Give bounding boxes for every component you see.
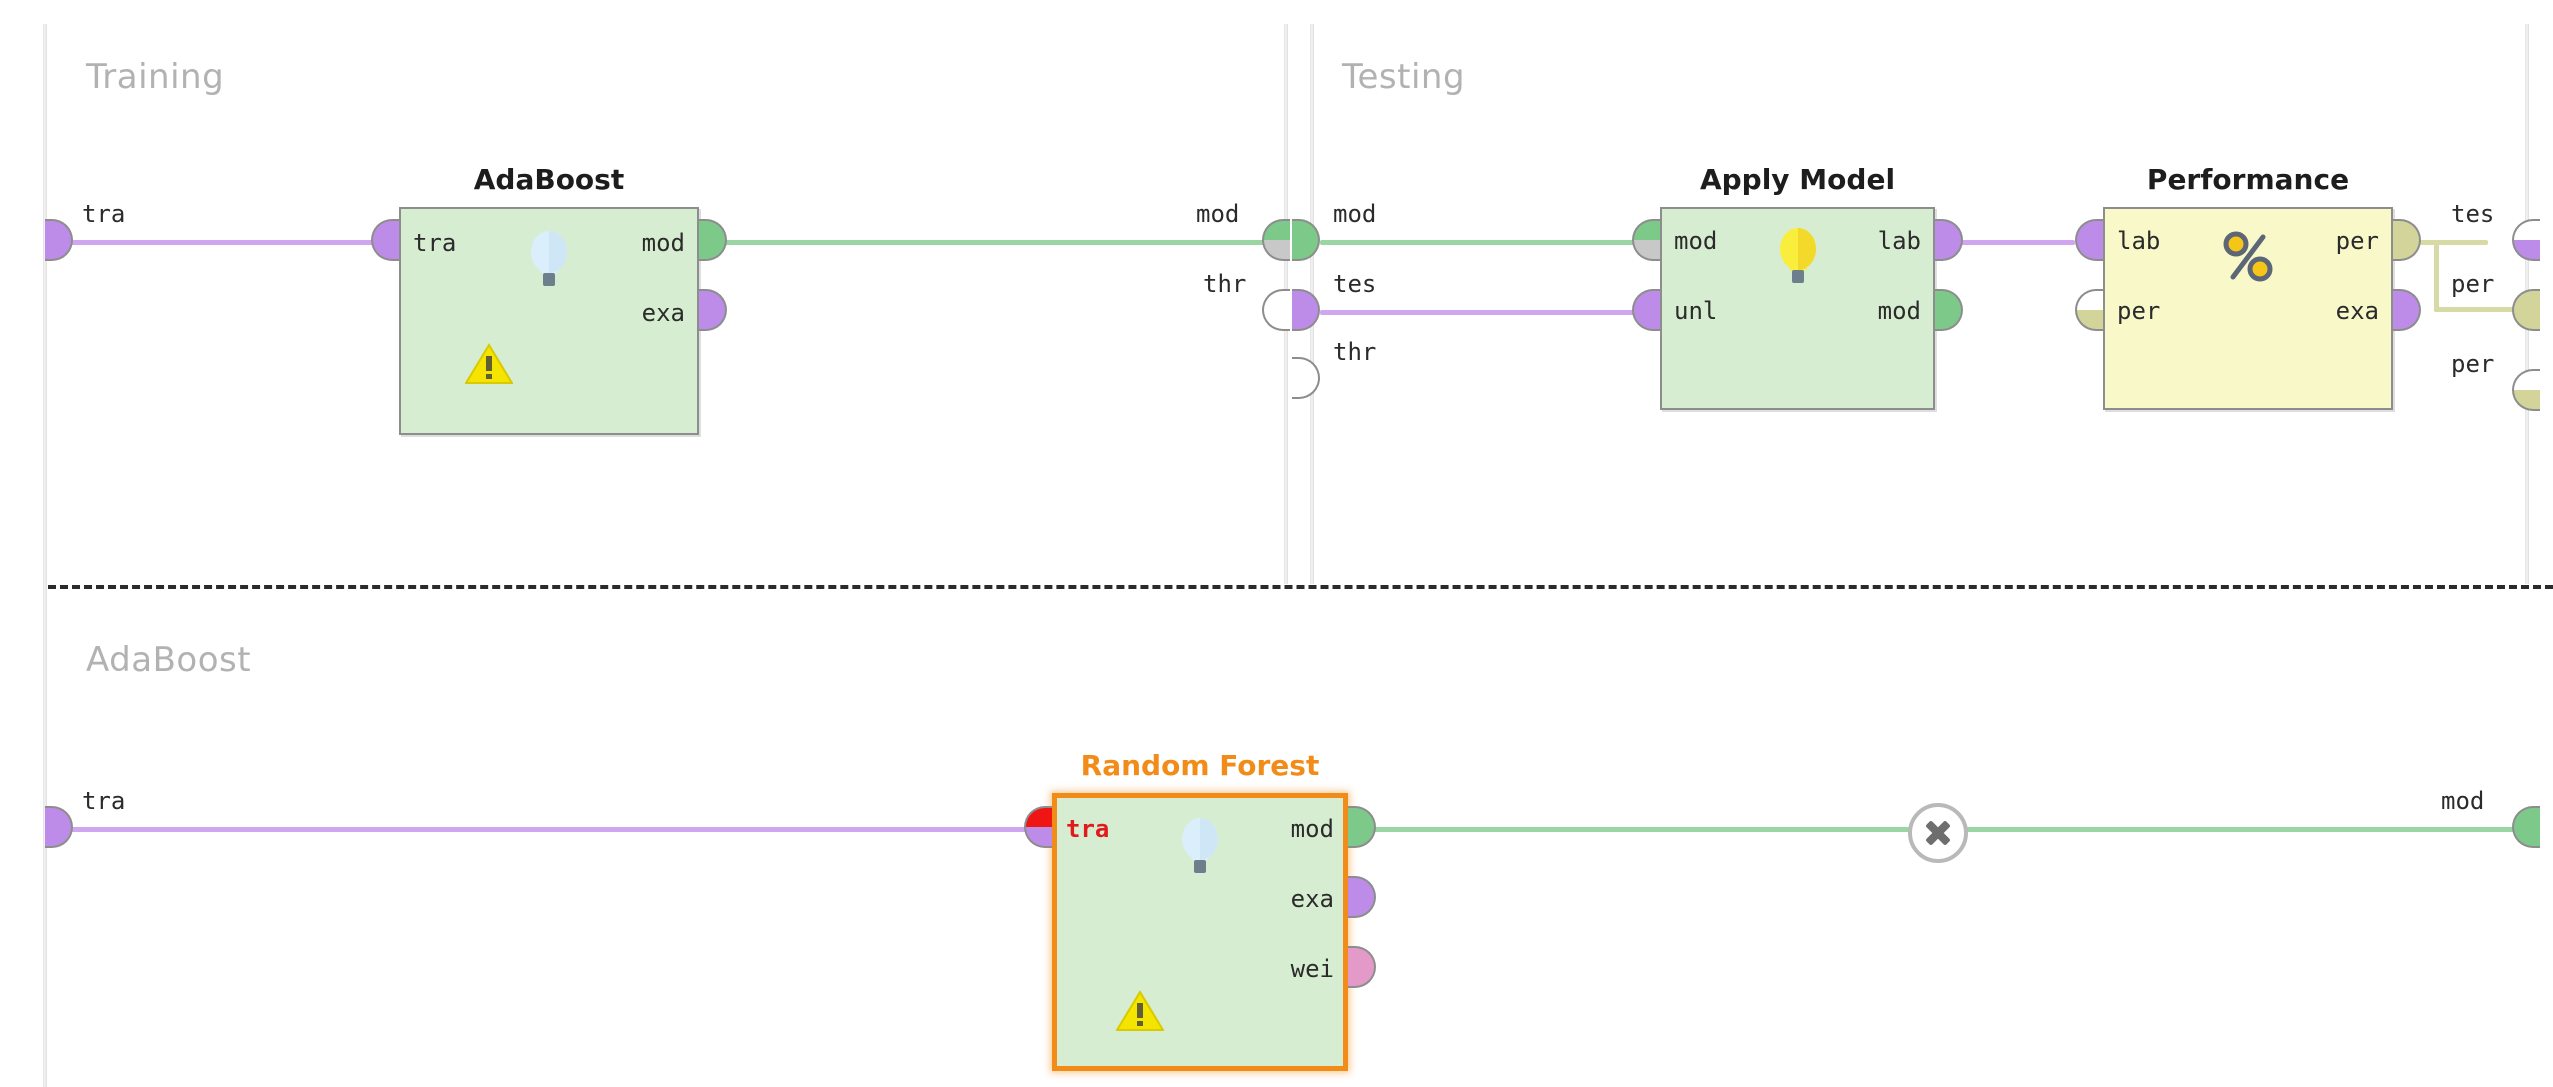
port-label-training-out-mod: mod [1196,200,1240,228]
port-label-adaboost-tra-source: tra [82,787,126,815]
group-title-training: Training [86,57,225,97]
port-testing-in-mod[interactable] [1292,219,1320,261]
wire-testing-mod-to-apply-model[interactable] [1320,240,1658,245]
port-label-adaboost-mod: mod [641,229,685,257]
port-adaboost-tra[interactable] [371,219,399,261]
performance-operator[interactable]: Performance lab per per exa [2075,163,2421,410]
lightbulb-icon [531,231,567,286]
wire-performance-per-to-out-h2[interactable] [2434,307,2522,312]
wire-performance-per-to-out-h1[interactable] [2420,240,2488,245]
port-performance-exa[interactable] [2393,289,2421,331]
left-panel-rail [43,24,47,690]
port-testing-in-thr[interactable] [1292,357,1320,399]
port-label-random-forest-wei: wei [1290,955,1334,983]
port-label-random-forest-exa: exa [1290,885,1334,913]
port-performance-per-out[interactable] [2393,219,2421,261]
port-label-performance-per-out: per [2335,227,2379,255]
port-apply-mod[interactable] [1632,219,1660,261]
port-label-performance-exa: exa [2335,297,2379,325]
percent-icon [2223,231,2273,282]
port-label-apply-mod: mod [1674,227,1718,255]
wire-apply-lab-to-performance-lab[interactable] [1955,240,2075,245]
port-label-adaboost-out-mod: mod [2441,787,2485,815]
port-training-out-thr[interactable] [1262,289,1290,331]
adaboost-operator-title: AdaBoost [473,163,625,196]
wire-testing-tes-to-apply-unl[interactable] [1320,310,1658,315]
group-title-testing: Testing [1342,57,1466,97]
wire-source-to-adaboost-tra[interactable] [62,240,400,245]
group-title-adaboost: AdaBoost [86,640,252,680]
port-label-apply-lab: lab [1877,227,1921,255]
performance-operator-title: Performance [2146,163,2350,196]
port-label-random-forest-tra: tra [1066,815,1110,843]
port-adaboost-exa[interactable] [699,289,727,331]
warning-icon [465,343,513,384]
port-testing-in-tes[interactable] [1292,289,1320,331]
apply-model-operator-title: Apply Model [1699,163,1896,196]
lightbulb-icon [1182,818,1218,873]
port-label-performance-per-in: per [2117,297,2161,325]
port-testing-out-per[interactable] [2512,289,2540,331]
port-label-testing-out-tes: tes [2451,200,2495,228]
port-adaboost-out-mod[interactable] [2512,806,2540,848]
port-label-adaboost-exa: exa [641,299,685,327]
port-random-forest-mod[interactable] [1348,806,1376,848]
port-testing-out-tes[interactable] [2512,219,2540,261]
wire-performance-per-to-out-v[interactable] [2434,240,2439,312]
port-performance-lab[interactable] [2075,219,2103,261]
port-label-testing-out-per-2: per [2451,350,2495,378]
port-random-forest-exa[interactable] [1348,876,1376,918]
port-testing-out-per-2[interactable] [2512,369,2540,411]
warning-icon [1116,990,1164,1031]
port-performance-per-in[interactable] [2075,289,2103,331]
panel-separator [48,585,2553,589]
port-training-tra[interactable] [45,219,73,261]
random-forest-operator-title: Random Forest [1080,749,1320,782]
port-label-testing-out-per: per [2451,270,2495,298]
apply-model-operator[interactable]: Apply Model mod unl lab mod [1632,163,1963,410]
port-random-forest-wei[interactable] [1348,946,1376,988]
port-adaboost-tra-source[interactable] [45,806,73,848]
port-label-testing-in-thr: thr [1333,338,1377,366]
port-label-testing-in-mod: mod [1333,200,1377,228]
port-apply-lab[interactable] [1935,219,1963,261]
port-label-training-out-thr: thr [1203,270,1247,298]
port-apply-unl[interactable] [1632,289,1660,331]
lightbulb-yellow-icon [1780,228,1816,283]
wire-adaboost-tra-to-random-forest[interactable] [62,827,1045,832]
port-apply-mod-out[interactable] [1935,289,1963,331]
port-label-apply-mod-out: mod [1877,297,1921,325]
port-random-forest-tra[interactable] [1024,806,1052,848]
random-forest-operator[interactable]: Random Forest tra mod exa wei [1024,749,1376,1071]
port-label-performance-lab: lab [2117,227,2161,255]
delete-connection-icon[interactable] [1908,803,1968,863]
port-label-testing-in-tes: tes [1333,270,1377,298]
port-label-adaboost-tra: tra [413,229,457,257]
adaboost-operator[interactable]: AdaBoost tra mod exa [371,163,727,449]
port-label-apply-unl: unl [1674,297,1718,325]
wire-adaboost-mod-to-training-out[interactable] [700,240,1278,245]
port-training-out-mod[interactable] [1262,219,1290,261]
port-label-random-forest-mod: mod [1290,815,1334,843]
port-adaboost-mod[interactable] [699,219,727,261]
port-label-training-tra: tra [82,200,126,228]
